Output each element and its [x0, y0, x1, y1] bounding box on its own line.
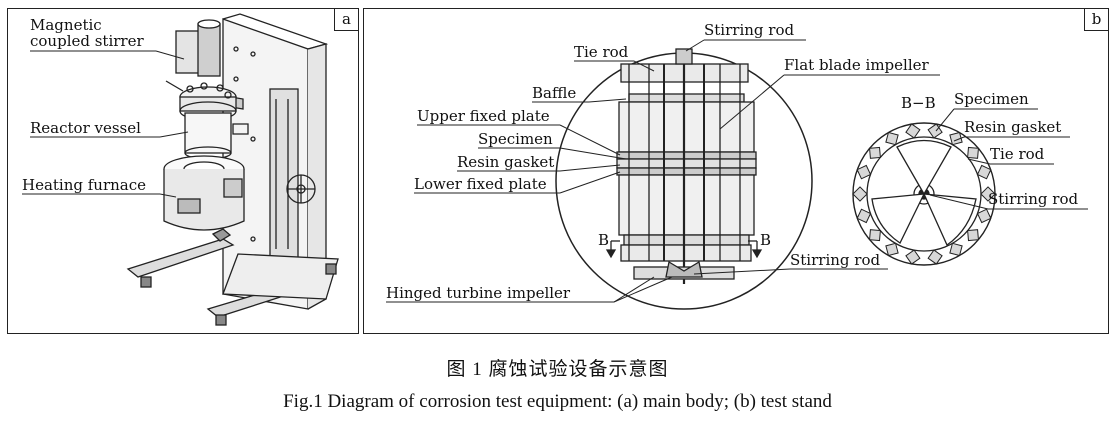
specimen-square [905, 249, 921, 265]
label-specimen: Specimen [478, 130, 553, 148]
label-upper-fixed-plate: Upper fixed plate [417, 107, 550, 125]
label-section-b-right: B [760, 231, 772, 249]
label-lower-fixed-plate: Lower fixed plate [414, 175, 547, 193]
specimen-square [869, 146, 881, 159]
label-tie-rod: Tie rod [574, 43, 629, 61]
specimen-square [976, 164, 992, 180]
specimen-square [967, 146, 979, 159]
label-section-stirring-rod: Stirring rod [988, 190, 1079, 208]
specimen-square [856, 164, 872, 180]
label-reactor-vessel: Reactor vessel [30, 119, 141, 137]
panel-b-test-stand: b [363, 8, 1109, 334]
panel-a-main-body: a [7, 8, 359, 334]
figure-caption-english: Fig.1 Diagram of corrosion test equipmen… [283, 391, 832, 412]
panel-b-leaders [386, 39, 1088, 303]
label-stirring-rod-top: Stirring rod [704, 21, 795, 39]
specimen-square [856, 208, 872, 224]
equipment-drawing [126, 13, 339, 326]
label-stirring-rod-bottom: Stirring rod [790, 251, 881, 269]
label-resin-gasket: Resin gasket [457, 153, 555, 171]
label-flat-blade-impeller: Flat blade impeller [784, 56, 929, 74]
panel-a-leaders [22, 50, 189, 198]
label-section-resin-gasket: Resin gasket [964, 118, 1062, 136]
label-section-b-left: B [598, 231, 610, 249]
specimen-square [976, 208, 992, 224]
specimen-square [852, 186, 868, 202]
specimen-square [927, 249, 943, 265]
specimen-square [949, 242, 963, 257]
specimen-square [885, 131, 899, 146]
label-section-tie-rod: Tie rod [990, 145, 1045, 163]
label-hinged-turbine-impeller: Hinged turbine impeller [386, 284, 571, 302]
label-baffle: Baffle [532, 84, 577, 102]
specimen-square [885, 242, 899, 257]
test-stand-drawing [555, 48, 996, 310]
section-specimen-ring [852, 123, 996, 265]
label-section-specimen: Specimen [954, 90, 1029, 108]
specimen-square [949, 131, 963, 146]
figure-caption-chinese: 图 1 腐蚀试验设备示意图 [446, 359, 669, 380]
panel-a-tag: a [334, 9, 358, 31]
panel-b-tag: b [1084, 9, 1108, 31]
specimen-square [967, 229, 979, 242]
label-section-title: B−B [901, 94, 936, 112]
label-magnetic-stirrer-line2: coupled stirrer [30, 32, 144, 50]
specimen-square [869, 229, 881, 242]
label-heating-furnace: Heating furnace [22, 176, 147, 194]
specimen-square [905, 123, 921, 139]
label-magnetic-stirrer: Magnetic [30, 16, 102, 34]
specimen-square [980, 186, 996, 202]
